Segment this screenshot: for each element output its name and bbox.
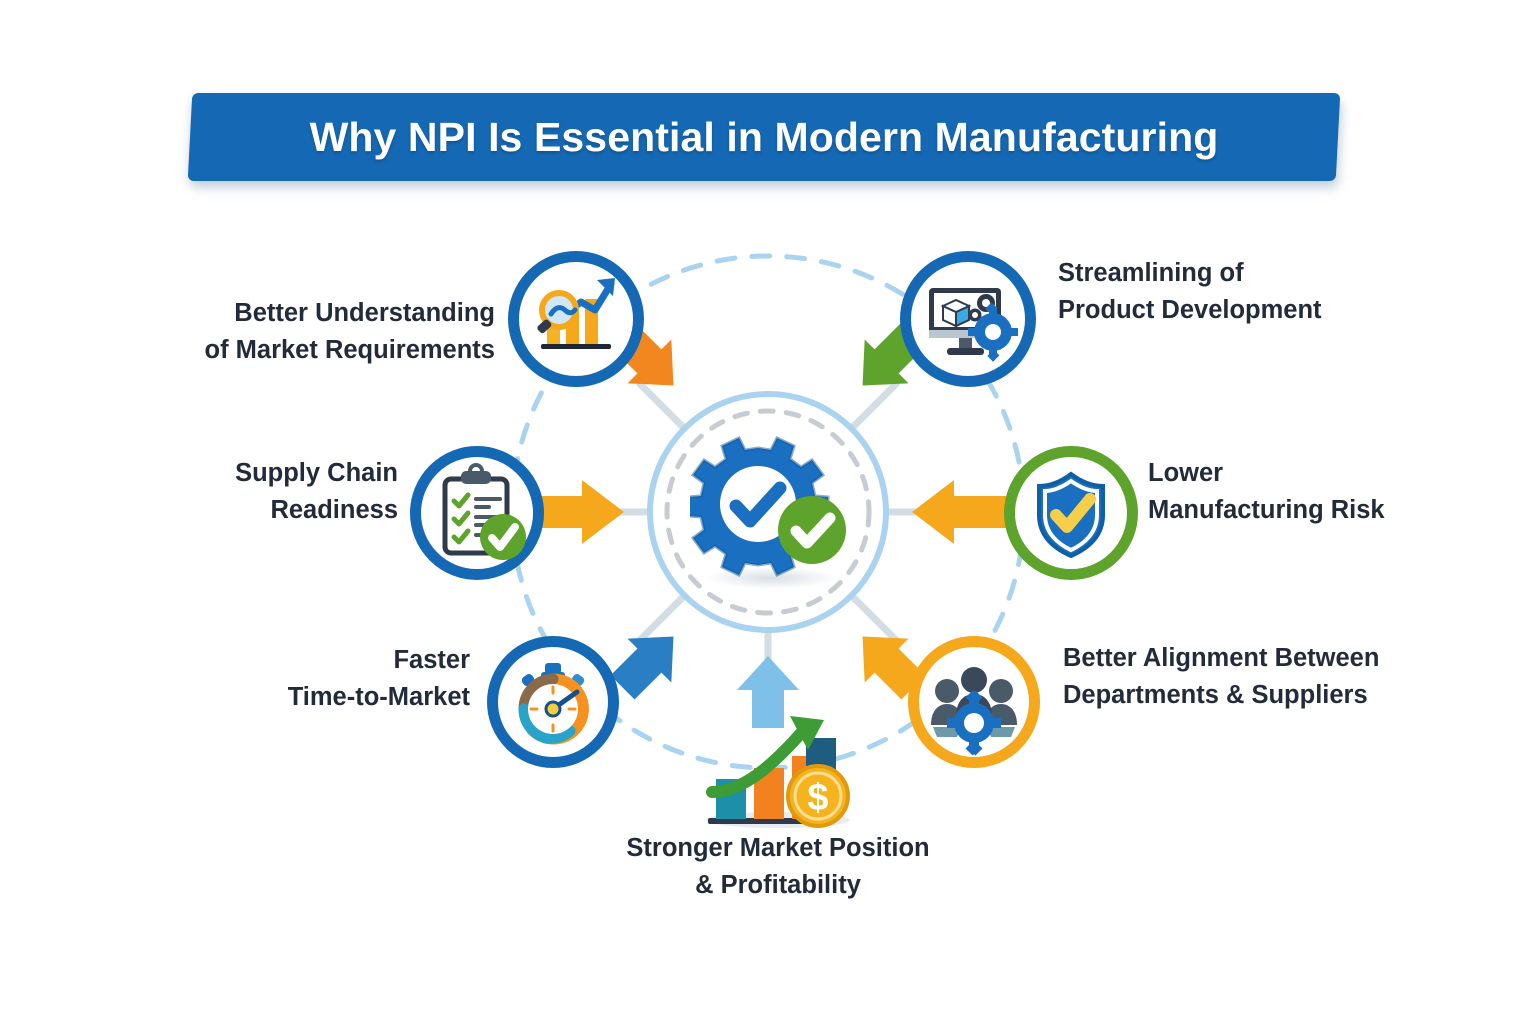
arrow-time-to-market xyxy=(610,636,674,700)
node-market-requirements[interactable] xyxy=(508,251,644,387)
label-alignment: Better Alignment Between Departments & S… xyxy=(1063,640,1493,715)
label-line: Better Alignment Between xyxy=(1063,644,1380,672)
arrow-supply-chain xyxy=(530,480,624,544)
center-node[interactable] xyxy=(690,432,850,592)
monitor-box-gears-icon xyxy=(929,288,1018,362)
label-line: Stronger Market Position xyxy=(626,834,930,862)
label-line: Lower xyxy=(1148,459,1224,487)
label-line: Faster xyxy=(393,646,470,674)
clipboard-checklist-icon xyxy=(442,463,526,560)
title-banner: Why NPI Is Essential in Modern Manufactu… xyxy=(187,93,1345,191)
label-line: Time-to-Market xyxy=(287,683,470,712)
hub-and-spoke-diagram: Better Understanding of Market Requireme… xyxy=(0,200,1536,960)
stopwatch-icon xyxy=(518,663,589,745)
label-line: Departments & Suppliers xyxy=(1063,681,1368,710)
node-manufacturing-risk[interactable] xyxy=(1004,446,1138,580)
magnifier-bar-chart-icon xyxy=(537,278,615,349)
node-alignment[interactable] xyxy=(908,636,1040,768)
label-line: Streamlining of xyxy=(1058,259,1244,287)
label-line: Better Understanding xyxy=(234,299,495,327)
page-title: Why NPI Is Essential in Modern Manufactu… xyxy=(309,113,1219,160)
label-line: of Market Requirements xyxy=(204,336,496,365)
label-product-development: Streamlining of Product Development xyxy=(1058,255,1458,330)
team-gear-icon xyxy=(931,667,1017,756)
label-market-position: Stronger Market Position & Profitability xyxy=(588,830,968,905)
inner-dashed-ring xyxy=(664,408,872,616)
node-time-to-market[interactable] xyxy=(487,636,619,768)
gear-check-icon xyxy=(690,436,846,577)
label-manufacturing-risk: Lower Manufacturing Risk xyxy=(1148,455,1508,530)
label-market-requirements: Better Understanding of Market Requireme… xyxy=(135,295,496,370)
growth-chart-coin-icon: $ xyxy=(706,716,850,828)
node-supply-chain-readiness[interactable] xyxy=(410,446,544,580)
shield-check-icon xyxy=(1037,471,1105,559)
arrow-market-position xyxy=(737,656,799,728)
node-product-development[interactable] xyxy=(900,251,1036,387)
label-time-to-market: Faster Time-to-Market xyxy=(180,642,470,717)
label-line: Manufacturing Risk xyxy=(1148,496,1385,525)
node-market-position[interactable]: $ xyxy=(690,700,865,830)
label-line: & Profitability xyxy=(695,871,861,900)
label-line: Readiness xyxy=(270,496,398,525)
svg-text:$: $ xyxy=(807,777,828,819)
arrow-manufacturing-risk xyxy=(912,480,1006,544)
label-supply-chain-readiness: Supply Chain Readiness xyxy=(120,455,398,530)
label-line: Supply Chain xyxy=(235,459,398,487)
label-line: Product Development xyxy=(1058,296,1322,325)
